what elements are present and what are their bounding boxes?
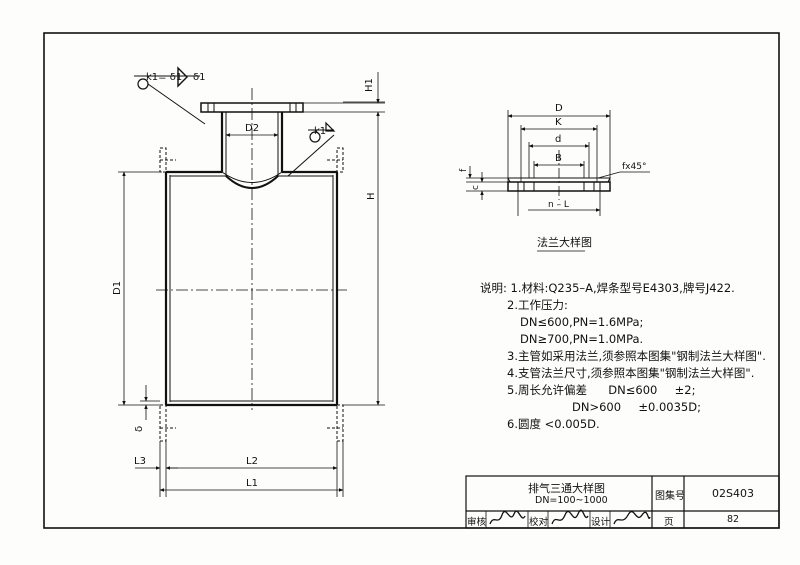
- flange-label-nL: n – L: [548, 200, 569, 210]
- flange-label-B: B: [555, 153, 562, 164]
- flange-label-c: c: [471, 185, 481, 190]
- check-label: 校对: [529, 517, 549, 528]
- note-4: 4.支管法兰尺寸,须参照本图集"钢制法兰大样图".: [507, 366, 755, 380]
- flange-detail-view: [466, 110, 650, 216]
- label-h: H: [366, 192, 377, 200]
- label-l3: L3: [134, 456, 146, 467]
- note-2: 2.工作压力:: [507, 298, 568, 312]
- flange-label-fx45: fx45°: [622, 162, 646, 172]
- flange-label-f: f: [459, 168, 469, 172]
- dimension-labels: k1= δ1 δ1 D2 k1 H1 H D1 δ L3 L2 L1: [112, 72, 377, 489]
- note-5-tol-1: ±2;: [674, 383, 696, 397]
- review-label: 审核: [467, 517, 487, 528]
- title-block-frame: [465, 475, 780, 529]
- note-5-range-1: DN≤600: [608, 383, 658, 397]
- label-l1: L1: [246, 478, 258, 489]
- flange-detail-title: 法兰大样图: [537, 235, 592, 249]
- note-5-range-2: DN>600: [572, 400, 622, 414]
- note-1: 1.材料:Q235–A,焊条型号E4303,牌号J422.: [510, 281, 735, 295]
- design-label: 设计: [591, 517, 611, 528]
- tee-main-view: [134, 75, 347, 442]
- label-d1: D1: [112, 281, 123, 295]
- label-d2: D2: [245, 123, 259, 134]
- flange-detail-labels: D K d B f c fx45° n – L 法兰大样图: [459, 103, 646, 249]
- title-block-title: 排气三通大样图: [528, 482, 605, 495]
- label-k1: k1: [314, 126, 326, 137]
- note-3: 3.主管如采用法兰,须参照本图集"钢制法兰大样图".: [507, 349, 766, 363]
- label-k1-delta1: k1= δ1: [146, 72, 182, 83]
- label-h1: H1: [364, 78, 375, 92]
- weld-leader-top: [147, 83, 206, 125]
- title-block-subtitle: DN=100~1000: [535, 495, 608, 506]
- weld-leader-right: [287, 134, 335, 177]
- notes-heading: 说明:: [480, 281, 507, 295]
- label-delta: δ: [134, 426, 145, 432]
- weld-symbols: [137, 66, 336, 143]
- label-l2: L2: [246, 456, 258, 467]
- note-2-line-1: DN≤600,PN=1.6MPa;: [520, 315, 644, 329]
- notes-block: 说明: 1.材料:Q235–A,焊条型号E4303,牌号J422. 2.工作压力…: [480, 280, 780, 433]
- branch-intersection-curve: [225, 175, 279, 189]
- page-label: 页: [664, 517, 674, 528]
- main-flanges-optional: [159, 147, 344, 442]
- note-2-line-2: DN≥700,PN=1.0MPa.: [520, 332, 644, 346]
- flange-label-d: d: [555, 134, 561, 145]
- dimension-lines: [118, 72, 385, 497]
- atlas-number: 02S403: [712, 487, 754, 500]
- center-lines: [156, 88, 347, 410]
- flange-label-K: K: [555, 117, 562, 128]
- atlas-number-label: 图集号: [655, 491, 685, 502]
- signatures: [489, 509, 651, 525]
- note-6: 6.圆度 <0.005D.: [507, 417, 600, 431]
- page-number: 82: [727, 514, 740, 525]
- note-5: 5.周长允许偏差: [507, 383, 587, 397]
- sheet-border: [43, 32, 780, 529]
- note-5-tol-2: ±0.0035D;: [638, 400, 701, 414]
- flange-label-D: D: [555, 103, 563, 114]
- label-delta1: δ1: [193, 72, 205, 83]
